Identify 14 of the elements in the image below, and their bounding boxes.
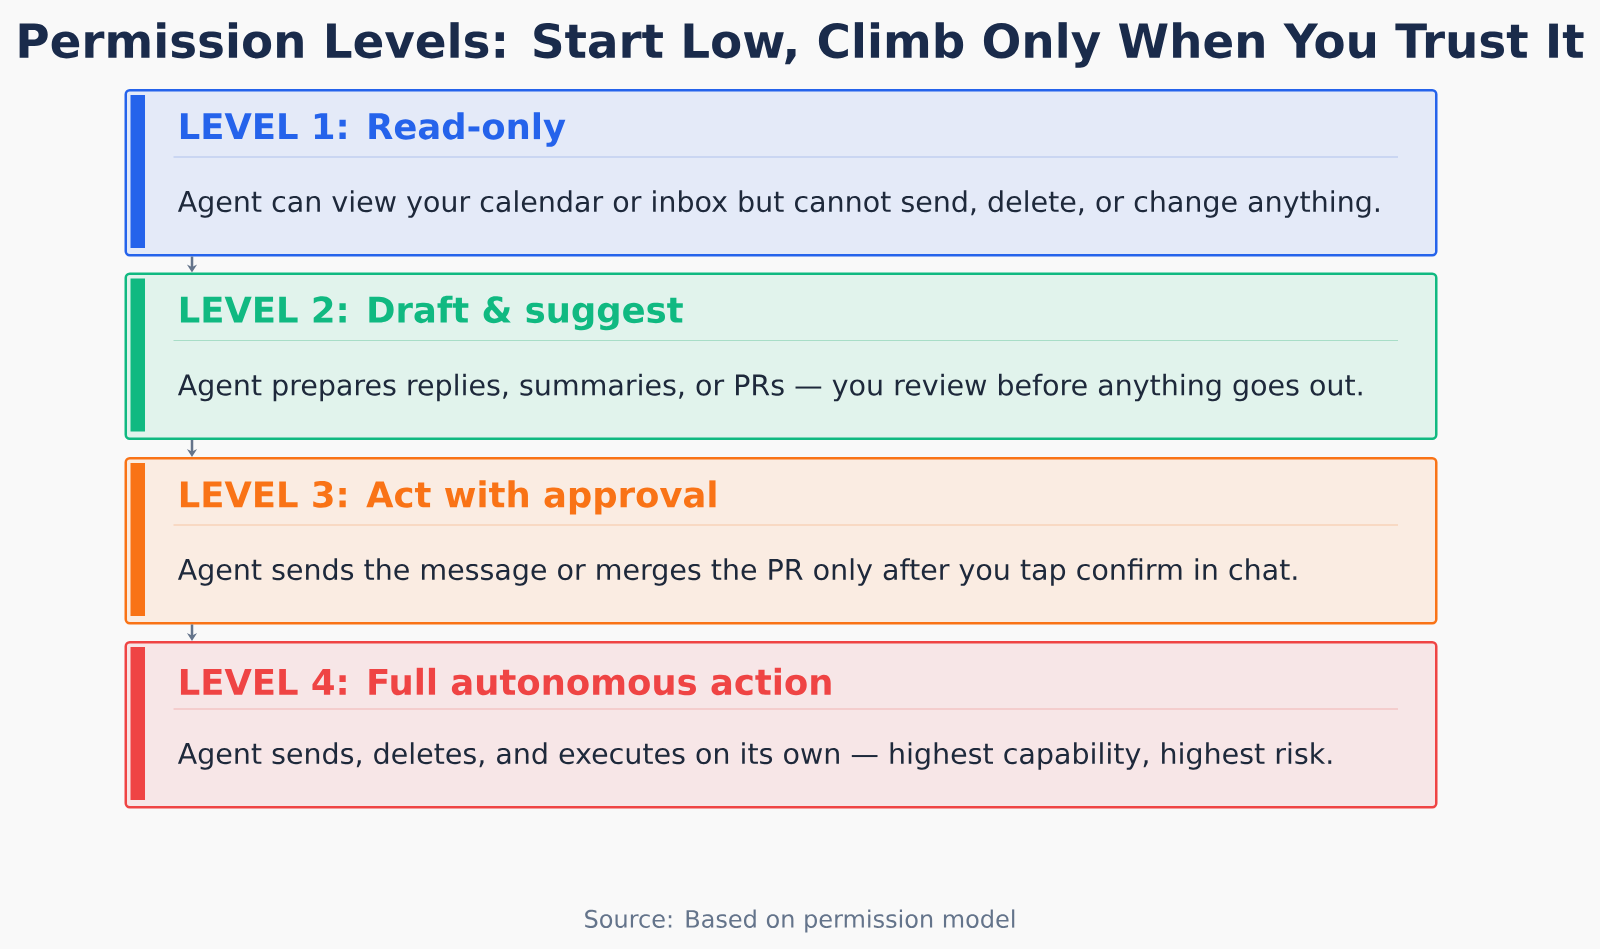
card-heading: LEVEL 1: Read-only — [180, 112, 566, 147]
card-text: Agent prepares replies, summaries, or PRs — you review before anything goes out. — [177, 373, 1362, 402]
card-text: Agent can view your calendar or inbox but cannot send, delete, or change anything. — [177, 190, 1379, 218]
title: Permission Levels: Start Low, Climb Only When You Trust It — [19, 22, 1584, 68]
card-heading: LEVEL 4: Full autonomous action — [180, 667, 831, 696]
card-heading: LEVEL 3: Act with approval — [180, 480, 716, 515]
card-text: Agent sends, deletes, and executes on its own — highest capability, highest risk. — [177, 742, 1332, 770]
level-card — [124, 457, 1438, 625]
level-card — [124, 89, 1438, 257]
level-card — [124, 641, 1438, 809]
card-heading: LEVEL 2: Draft & suggest — [180, 295, 683, 331]
card-text: Agent sends the message or merges the PR only after you tap confirm in chat. — [177, 558, 1297, 586]
level-card — [124, 272, 1438, 440]
source-note: Source: Based on permission model — [585, 909, 1015, 933]
